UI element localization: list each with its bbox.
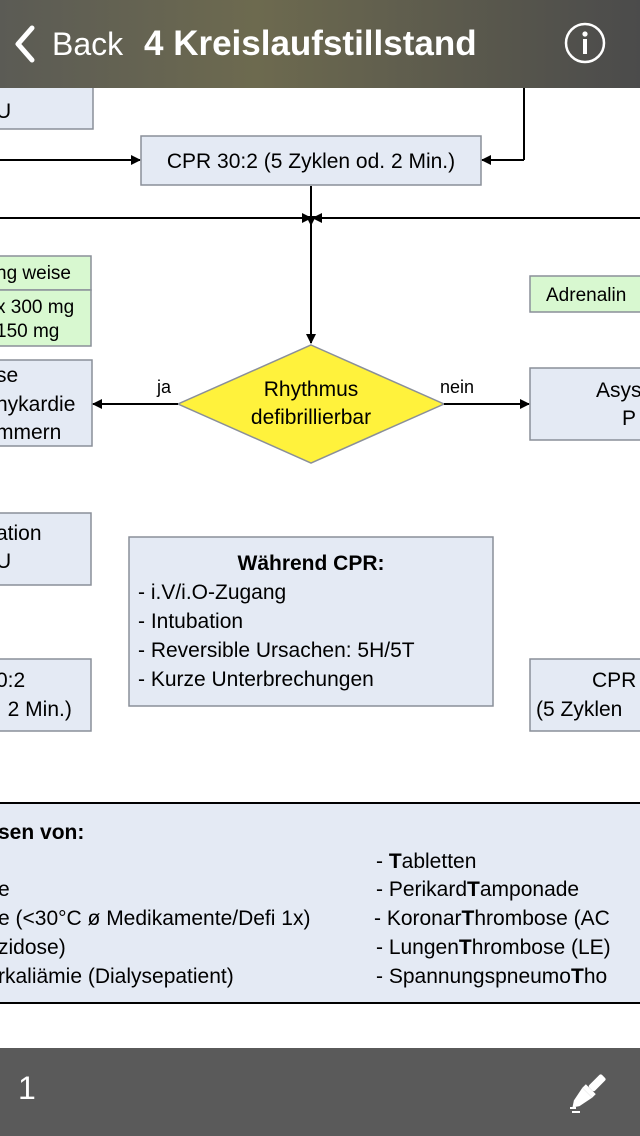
green-right-label: Adrenalin [546, 285, 626, 306]
causes-box: sen von: e e (<30°C ø Medikamente/Defi 1… [0, 802, 640, 1004]
causes-right-item: - KoronarThrombose (AC [374, 907, 610, 930]
right-mid-line2: P [622, 407, 636, 430]
right-bottom-line1: CPR [592, 669, 636, 692]
green-left-line3: 150 mg [0, 321, 59, 342]
causes-right-item: - PerikardTamponade [376, 878, 579, 901]
yes-arrow: ja [92, 377, 178, 409]
during-cpr-item: - i.V/i.O-Zugang [138, 581, 286, 604]
left-lower-line2: U [0, 550, 11, 573]
left-bottom-line2: . 2 Min.) [0, 698, 72, 721]
left-bottom-line1: 0:2 [0, 669, 25, 692]
right-bottom-box: CPR (5 Zyklen [529, 658, 640, 732]
causes-left-item: zidose) [0, 936, 66, 959]
causes-left-item: rkaliämie (Dialysepatient) [0, 965, 234, 988]
left-mid-box: se nykardie mmern [0, 359, 93, 447]
no-arrow: nein [440, 377, 530, 409]
causes-title: sen von: [0, 821, 84, 844]
green-left-line2: x 300 mg [0, 297, 74, 318]
diamond-line2: defibrillierbar [251, 406, 371, 429]
cpr-top-label: CPR 30:2 (5 Zyklen od. 2 Min.) [167, 150, 455, 173]
during-cpr-box: Während CPR: - i.V/i.O-Zugang - Intubati… [128, 536, 494, 707]
junction-line [0, 213, 640, 344]
back-label: Back [52, 25, 124, 62]
chevron-left-icon [15, 25, 35, 63]
left-top-box-line1: ation [0, 88, 42, 89]
info-icon[interactable] [564, 22, 606, 64]
back-button[interactable]: Back [10, 20, 123, 68]
brush-icon[interactable] [566, 1068, 610, 1116]
left-mid-line1: se [0, 364, 18, 387]
left-top-box-line2: U [0, 100, 11, 123]
causes-right-item: - LungenThrombose (LE) [376, 936, 611, 959]
rhythm-decision: Rhythmus defibrillierbar [176, 344, 446, 464]
green-right-box: Adrenalin [529, 275, 640, 313]
bottom-toolbar: 1 [0, 1048, 640, 1136]
cpr-top-box: CPR 30:2 (5 Zyklen od. 2 Min.) [140, 135, 482, 186]
during-cpr-item: - Kurze Unterbrechungen [138, 668, 374, 691]
yes-label: ja [156, 377, 172, 397]
causes-left-item: e (<30°C ø Medikamente/Defi 1x) [0, 907, 310, 930]
page-number: 1 [18, 1070, 36, 1106]
left-mid-line2: nykardie [0, 393, 75, 416]
during-cpr-item: - Reversible Ursachen: 5H/5T [138, 639, 415, 662]
right-mid-line1: Asys [596, 379, 640, 402]
causes-right-item: - Tabletten [376, 850, 476, 873]
diamond-line1: Rhythmus [264, 378, 359, 401]
green-left-line1: ng weise [0, 263, 71, 284]
flowchart[interactable]: ation U CPR 30:2 (5 Zyklen od. 2 Min.) n… [0, 88, 640, 1048]
causes-right-item: - SpannungspneumoTho [376, 965, 607, 988]
left-lower-line1: ation [0, 522, 42, 545]
causes-left-item: e [0, 878, 10, 901]
top-right-connector [481, 88, 525, 165]
left-mid-line3: mmern [0, 421, 61, 444]
left-lower-box: ation U [0, 512, 92, 586]
during-cpr-item: - Intubation [138, 610, 243, 633]
no-label: nein [440, 377, 474, 397]
right-mid-box: Asys P [529, 367, 640, 441]
right-bottom-line2: (5 Zyklen [536, 698, 622, 721]
during-cpr-title: Während CPR: [238, 552, 385, 575]
left-top-box: ation U [0, 88, 94, 130]
page-title: 4 Kreislaufstillstand [144, 24, 477, 63]
left-bottom-box: 0:2 . 2 Min.) [0, 658, 92, 732]
navigation-bar: Back 4 Kreislaufstillstand [0, 0, 640, 88]
green-left-box: ng weise x 300 mg 150 mg [0, 255, 92, 347]
